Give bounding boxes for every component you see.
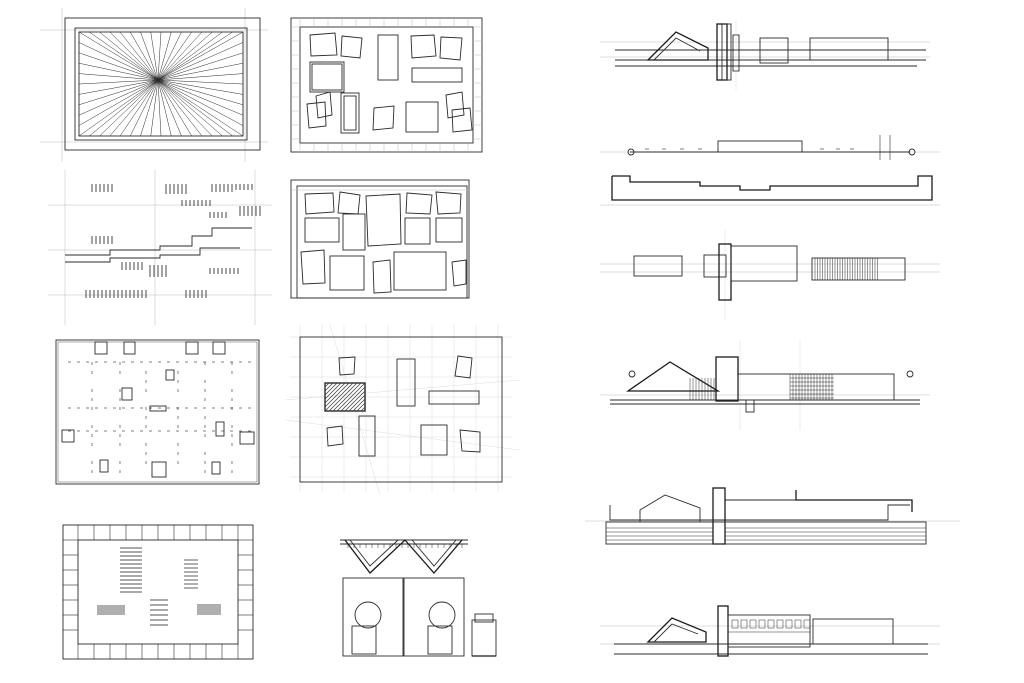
hatched-room-plan: [284, 324, 521, 496]
scattered-rooms-plan: [290, 17, 483, 153]
elevation-4: [600, 340, 930, 430]
elevation-5: [585, 487, 960, 545]
elevation-6: [600, 605, 940, 657]
elevation-3: [600, 230, 940, 320]
dotted-grid-plan: [55, 339, 260, 485]
elevation-1: [600, 20, 930, 90]
perimeter-border-plan: [62, 524, 254, 660]
radial-lines-plan: [40, 8, 268, 162]
clustered-rooms-plan: [290, 179, 470, 299]
tick-marks-plan: [48, 170, 272, 325]
elevation-2: [600, 135, 940, 206]
section-detail: [340, 539, 497, 657]
